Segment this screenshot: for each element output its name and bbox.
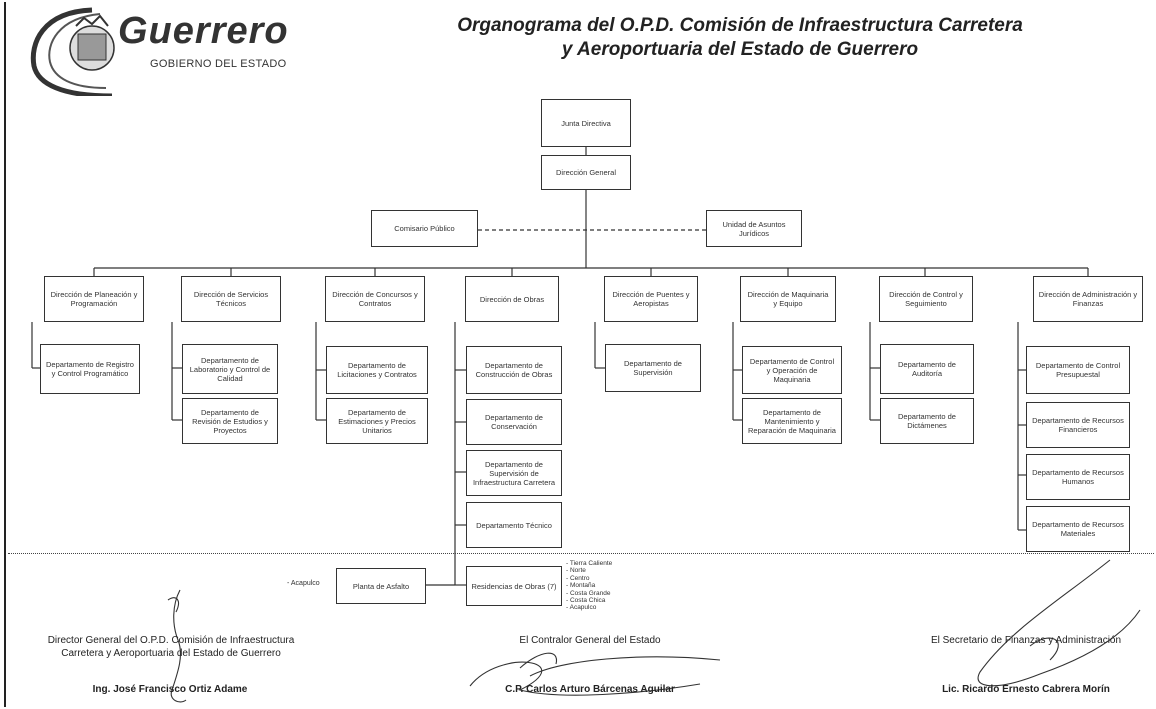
box-direccion-planeacion: Dirección de Planeación y Programación [44,276,144,322]
depto-label: Departamento de Construcción de Obras [475,361,553,379]
depto-label: Departamento de Licitaciones y Contratos [337,361,417,379]
depto-label: Departamento de Revisión de Estudios y P… [192,407,268,435]
title-line-1: Organograma del O.P.D. Comisión de Infra… [457,15,1023,36]
signature-left-name: Ing. José Francisco Ortiz Adame [92,684,248,695]
residencias-list: - Tierra Caliente - Norte - Centro - Mon… [566,560,612,612]
box-depto-dictamenes: Departamento de Dictámenes [880,398,974,444]
box-planta-asfalto: Planta de Asfalto [336,568,426,604]
direccion-label: Dirección de Concursos y Contratos [332,290,418,308]
box-depto-presupuestal: Departamento de Control Presupuestal [1026,346,1130,394]
residencia-item: - Montaña [566,582,596,590]
box-direccion-concursos: Dirección de Concursos y Contratos [325,276,425,322]
box-depto-supervision: Departamento de Supervisión [605,344,701,392]
signature-right-title: El Secretario de Finanzas y Administraci… [930,635,1122,646]
depto-label: Departamento de Mantenimiento y Reparaci… [748,407,836,435]
residencia-item: - Norte [566,567,586,575]
box-depto-supervision-infra: Departamento de Supervisión de Infraestr… [466,450,562,496]
depto-label: Departamento de Control Presupuestal [1035,361,1121,379]
planta-note: - Acapulco [287,580,320,587]
depto-label: Departamento de Laboratorio y Control de… [189,355,271,383]
signature-left-title: Director General del O.P.D. Comisión de … [12,634,330,660]
direccion-label: Dirección de Maquinaria y Equipo [747,290,829,308]
left-signature-stroke [170,589,187,703]
signature-right-name: Lic. Ricardo Ernesto Cabrera Morín [942,684,1110,695]
center-signature-stroke [529,656,721,677]
depto-label: Departamento de Registro y Control Progr… [46,360,134,378]
logo-word: Guerrero [118,10,289,52]
depto-label: Departamento de Supervisión de Infraestr… [472,459,556,487]
box-residencias: Residencias de Obras (7) [466,566,562,606]
title-line-2: y Aeroportuaria del Estado de Guerrero [561,39,919,60]
depto-label: Departamento de Control y Operación de M… [749,356,835,384]
unidad-juridica-label: Unidad de Asuntos Jurídicos [722,219,786,238]
box-depto-construccion: Departamento de Construcción de Obras [466,346,562,394]
depto-label: Departamento de Auditoría [898,360,956,378]
guerrero-logo: Guerrero GOBIERNO DEL ESTADO [22,4,352,99]
depto-label: Departamento Técnico [476,520,552,530]
signature-center-name: C.P. Carlos Arturo Bárcenas Aguilar [505,684,675,695]
depto-label: Departamento de Recursos Humanos [1032,468,1124,486]
box-junta-directiva: Junta Directiva [541,99,631,147]
box-comisario-publico: Comisario Público [371,210,478,247]
direccion-label: Dirección de Administración y Finanzas [1038,290,1138,308]
box-direccion-obras: Dirección de Obras [465,276,559,322]
direccion-label: Dirección de Puentes y Aeropistas [612,290,690,308]
page-frame [4,2,1154,707]
residencia-item: - Acapulco [566,604,597,612]
box-depto-auditoria: Departamento de Auditoría [880,344,974,394]
residencia-item: - Centro [566,574,590,582]
box-depto-financieros: Departamento de Recursos Financieros [1026,402,1130,448]
signature-center-title: El Contralor General del Estado [519,635,661,646]
box-direccion-general: Dirección General [541,155,631,190]
box-direccion-servicios: Dirección de Servicios Técnicos [181,276,281,322]
box-direccion-maquinaria: Dirección de Maquinaria y Equipo [740,276,836,322]
box-depto-revision: Departamento de Revisión de Estudios y P… [182,398,278,444]
planta-label: Planta de Asfalto [352,581,410,591]
box-depto-conservacion: Departamento de Conservación [466,399,562,445]
box-depto-mantenimiento: Departamento de Mantenimiento y Reparaci… [742,398,842,444]
junta-label: Junta Directiva [561,118,611,128]
depto-label: Departamento de Estimaciones y Precios U… [338,407,416,435]
logo-seal-icon [30,7,115,99]
box-depto-estimaciones: Departamento de Estimaciones y Precios U… [326,398,428,444]
residencia-item: - Costa Chica [566,597,606,605]
direccion-label: Dirección de Servicios Técnicos [193,290,269,308]
depto-label: Departamento de Supervisión [624,359,682,377]
box-depto-materiales: Departamento de Recursos Materiales [1026,506,1130,552]
box-depto-registro: Departamento de Registro y Control Progr… [40,344,140,394]
box-direccion-puentes: Dirección de Puentes y Aeropistas [604,276,698,322]
residencia-item: - Tierra Caliente [566,560,613,567]
box-direccion-control: Dirección de Control y Seguimiento [879,276,973,322]
page-title: Organograma del O.P.D. Comisión de Infra… [420,14,1060,62]
left-title-line-1: Director General del O.P.D. Comisión de … [47,635,295,646]
direccion-label: Dirección de Planeación y Programación [50,290,138,308]
depto-label: Departamento de Dictámenes [898,412,956,430]
logo-subtitle: GOBIERNO DEL ESTADO [150,58,287,70]
box-depto-control-maquinaria: Departamento de Control y Operación de M… [742,346,842,394]
residencias-label: Residencias de Obras (7) [471,581,557,591]
depto-label: Departamento de Conservación [485,413,543,431]
left-title-line-2: Carretera y Aeroportuaria del Estado de … [61,648,281,659]
box-direccion-administracion: Dirección de Administración y Finanzas [1033,276,1143,322]
box-depto-humanos: Departamento de Recursos Humanos [1026,454,1130,500]
box-unidad-juridica: Unidad de Asuntos Jurídicos [706,210,802,247]
direccion-general-label: Dirección General [555,168,617,177]
right-signature-stroke [977,559,1141,687]
comisario-label: Comisario Público [394,224,455,233]
box-depto-laboratorio: Departamento de Laboratorio y Control de… [182,344,278,394]
box-depto-licitaciones: Departamento de Licitaciones y Contratos [326,346,428,394]
depto-label: Departamento de Recursos Financieros [1032,416,1124,434]
separator-line [8,553,1154,554]
residencia-item: - Costa Grande [566,589,611,597]
direccion-label: Dirección de Obras [479,294,545,304]
direccion-label: Dirección de Control y Seguimiento [889,290,963,308]
depto-label: Departamento de Recursos Materiales [1032,520,1124,538]
box-depto-tecnico: Departamento Técnico [466,502,562,548]
